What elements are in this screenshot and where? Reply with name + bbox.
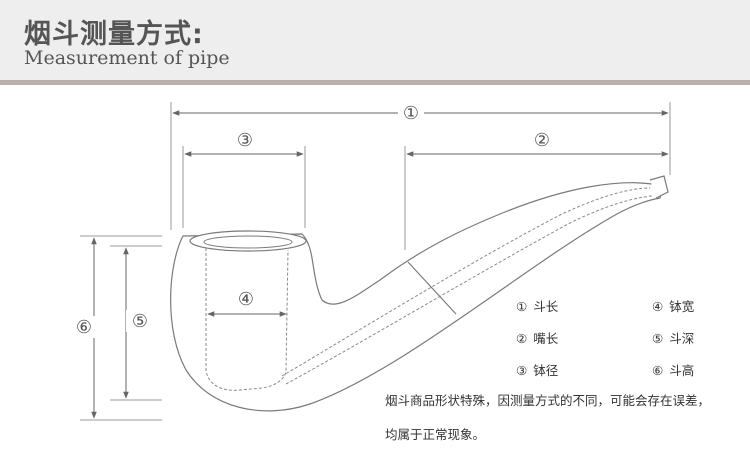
page-title: 烟斗测量方式: <box>24 19 204 50</box>
label-total-length: ① <box>403 103 419 124</box>
legend-text: 钵宽 <box>669 299 695 314</box>
note-line-1: 烟斗商品形状特殊，因测量方式的不同，可能会存在误差， <box>385 393 711 408</box>
legend-num: ④ <box>652 299 664 314</box>
mouthpiece-tip <box>649 175 669 199</box>
legend-num: ⑤ <box>652 331 664 346</box>
legend-num: ⑥ <box>652 363 664 378</box>
legend-num: ③ <box>516 363 528 378</box>
air-channel-dashed <box>281 187 651 377</box>
air-channel-dashed-lower <box>285 195 653 385</box>
chamber-dashed <box>205 248 289 391</box>
header-band: 烟斗测量方式: Measurement of pipe <box>0 0 750 85</box>
page-subtitle: Measurement of pipe <box>24 47 230 69</box>
label-stem-length: ② <box>534 130 550 151</box>
stem-joint <box>407 261 457 315</box>
legend-item-chamber-depth: ⑤ 斗深 <box>652 328 694 347</box>
label-bowl-diameter: ③ <box>237 130 253 151</box>
note-line-2: 均属于正常现象。 <box>385 427 486 442</box>
label-bowl-height: ⑥ <box>76 317 92 338</box>
legend-num: ① <box>516 299 528 314</box>
legend-item-total-length: ① 斗长 <box>516 296 558 315</box>
legend-item-bowl-height: ⑥ 斗高 <box>652 360 694 379</box>
label-chamber-depth: ⑤ <box>132 311 148 332</box>
legend-text: 嘴长 <box>533 331 559 346</box>
legend-text: 斗高 <box>669 363 695 378</box>
label-chamber-width: ④ <box>238 289 254 310</box>
legend-text: 斗长 <box>533 299 559 314</box>
legend-item-bowl-diameter: ③ 钵径 <box>516 360 558 379</box>
legend-num: ② <box>516 331 528 346</box>
legend-text: 斗深 <box>669 331 695 346</box>
bowl-opening <box>203 235 293 249</box>
legend-item-chamber-width: ④ 钵宽 <box>652 296 694 315</box>
legend-text: 钵径 <box>533 363 559 378</box>
header-divider <box>0 80 750 85</box>
legend-item-stem-length: ② 嘴长 <box>516 328 558 347</box>
